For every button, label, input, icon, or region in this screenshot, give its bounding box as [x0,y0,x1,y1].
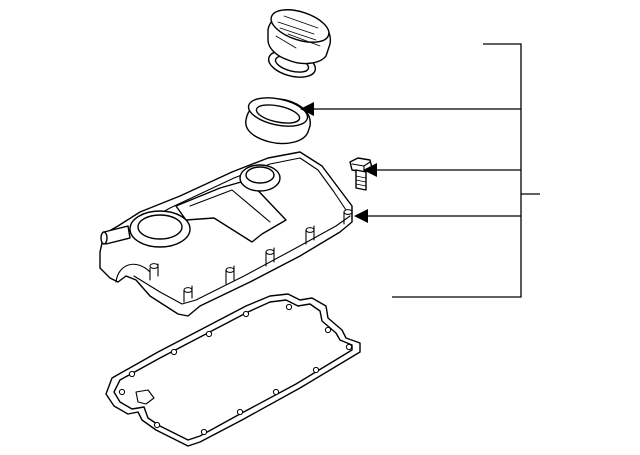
valve-cover-boss [183,285,193,303]
valve-cover-boss [225,265,235,285]
valve-cover-top-edge [119,157,347,237]
valve-cover-boss [305,225,315,245]
gasket-hole [153,421,161,429]
bolt-shank [355,169,367,191]
gasket-hole [118,388,126,396]
gasket-hole [242,310,250,318]
gasket-hole [170,348,178,356]
valve-cover-boss-top [183,287,193,293]
gasket-hole [324,326,332,334]
cap-top [270,9,330,43]
gasket-hole [312,366,320,374]
valve-cover-rib-ridge [189,189,271,223]
oil-filler-cap[interactable] [266,3,333,81]
valve-cover-boss [343,207,353,225]
valve-cover-breather-opening [245,166,275,184]
valve-cover-fill-opening [137,214,183,240]
valve-cover-gasket[interactable] [105,293,361,447]
callout-leaders [300,43,540,298]
valve-cover-lower-lip [133,215,351,305]
valve-cover-body [99,151,353,317]
arrow-icon [300,102,314,116]
valve-cover-boss-top [225,267,235,273]
valve-cover-bolt-bosses [149,207,353,303]
gasket-hole [285,303,293,311]
valve-cover-pipe-end [100,231,108,245]
valve-cover[interactable] [99,151,353,317]
gasket-hole [272,388,280,396]
filler-cap-seal[interactable] [245,93,311,145]
gasket-hole [200,428,208,436]
cover-bolt[interactable] [349,157,373,191]
valve-cover-boss [265,247,275,267]
gasket-hole [128,370,136,378]
valve-cover-boss-top [305,227,315,233]
gasket-hole [345,343,353,351]
gasket-inner-edge [113,299,353,441]
valve-cover-center-rib [175,179,287,243]
gasket-hole [236,408,244,416]
cap-grip-ribs [275,15,321,49]
valve-cover-arch [115,263,151,283]
valve-cover-boss-top [149,263,159,269]
arrow-icon [354,209,368,223]
gasket-hole [205,330,213,338]
valve-cover-boss-top [343,209,353,215]
seal-ring-opening [255,104,301,124]
arrow-icon [363,163,377,177]
bolt-thread [355,175,367,187]
valve-cover-boss-top [265,249,275,255]
gasket-notch [135,389,155,405]
gasket-bolt-holes [118,303,353,436]
